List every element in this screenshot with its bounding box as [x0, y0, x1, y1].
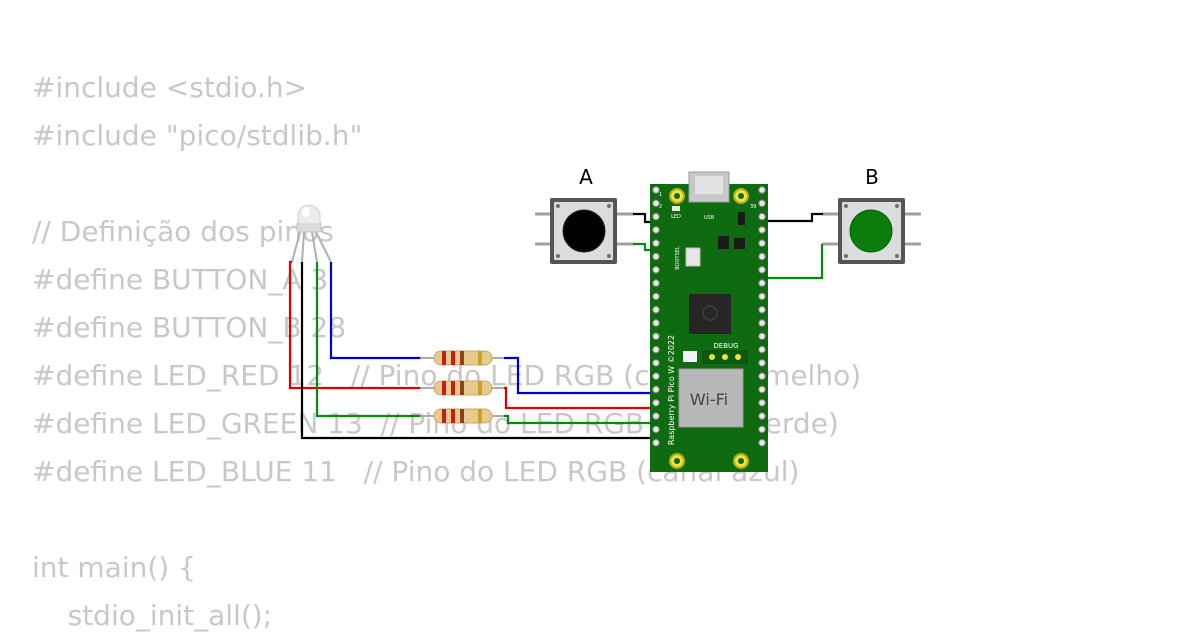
board-pin[interactable] — [652, 412, 660, 420]
board-pin[interactable] — [652, 212, 660, 221]
code-line: #define BUTTON_B 28 — [32, 311, 347, 344]
code-line: #define BUTTON_A 3 — [32, 263, 329, 296]
board-pin[interactable] — [652, 186, 660, 194]
button-b[interactable] — [822, 198, 921, 264]
rgb-led[interactable] — [291, 204, 332, 263]
board-pin[interactable] — [758, 186, 766, 194]
onboard-led — [672, 206, 680, 211]
board-pin[interactable] — [652, 266, 660, 274]
rp2040-chip — [689, 294, 731, 334]
wire-blue-board — [504, 356, 663, 395]
resistor-green[interactable] — [420, 408, 506, 424]
board-pin[interactable] — [652, 319, 660, 327]
button-a[interactable] — [535, 198, 634, 264]
board-pin[interactable] — [758, 266, 766, 274]
pin-39-label: 39 — [750, 204, 756, 210]
board-pin[interactable] — [652, 292, 660, 301]
board-name: Raspberry Pi Pico W ©2022 — [667, 335, 676, 445]
board-pin[interactable] — [758, 385, 766, 394]
pin-1-label: 1 — [659, 192, 662, 198]
bootsel-button — [685, 247, 701, 267]
wire-red-led — [288, 260, 422, 390]
bootsel-label: BOOTSEL — [675, 246, 681, 270]
button-a-label: A — [579, 165, 593, 189]
code-line: #include "pico/stdlib.h" — [32, 119, 363, 152]
board-pin[interactable] — [652, 306, 660, 314]
board-pin[interactable] — [652, 385, 660, 394]
wire-red-board — [504, 386, 663, 410]
board-pin[interactable] — [758, 359, 766, 367]
board-pin[interactable] — [652, 439, 660, 447]
code-line: #include <stdio.h> — [32, 71, 308, 104]
button-a-cap — [562, 209, 606, 253]
pico-w-board[interactable]: USB 1 2 39 LED BOOTSEL DEBUG Wi-Fi Raspb… — [650, 171, 768, 472]
wifi-label: Wi-Fi — [690, 390, 728, 409]
board-pin[interactable] — [758, 439, 766, 447]
board-pin[interactable] — [652, 345, 660, 354]
board-pin[interactable] — [758, 252, 766, 261]
board-pin[interactable] — [758, 199, 766, 208]
board-pin[interactable] — [758, 399, 766, 407]
board-pin[interactable] — [652, 252, 660, 261]
board-pin[interactable] — [758, 319, 766, 327]
board-pin[interactable] — [758, 412, 766, 420]
wire-black-led — [300, 262, 665, 440]
board-pin[interactable] — [758, 239, 766, 247]
wire-green-button-b — [760, 244, 824, 280]
board-pin[interactable] — [758, 345, 766, 354]
board-pin[interactable] — [758, 279, 766, 287]
code-line: stdio_init_all(); — [32, 599, 273, 632]
code-line: int main() { — [32, 551, 196, 584]
board-pin[interactable] — [652, 279, 660, 287]
board-pin[interactable] — [758, 212, 766, 221]
wire-green-led — [315, 262, 422, 418]
wire-black-button-b — [760, 212, 823, 223]
board-pin[interactable] — [652, 399, 660, 407]
board-pin[interactable] — [652, 425, 660, 434]
board-pin[interactable] — [758, 425, 766, 434]
button-b-label: B — [865, 165, 879, 189]
board-pin[interactable] — [758, 372, 766, 380]
board-pin[interactable] — [652, 332, 660, 340]
led-label: LED — [671, 214, 681, 220]
board-pin[interactable] — [758, 306, 766, 314]
board-pin[interactable] — [652, 359, 660, 367]
board-pin[interactable] — [652, 199, 660, 208]
board-pin[interactable] — [758, 292, 766, 301]
board-pin[interactable] — [758, 332, 766, 340]
wifi-module — [678, 368, 744, 428]
usb-label: USB — [704, 215, 715, 221]
wire-green-board — [504, 414, 663, 425]
board-pin[interactable] — [652, 372, 660, 380]
board-pin[interactable] — [652, 226, 660, 234]
pin-2-label: 2 — [659, 204, 662, 210]
button-b-cap — [849, 209, 893, 253]
resistor-red[interactable] — [420, 380, 506, 396]
board-pin[interactable] — [652, 239, 660, 247]
board-pin[interactable] — [758, 226, 766, 234]
debug-label: DEBUG — [713, 342, 738, 350]
wire-blue-led — [329, 262, 422, 360]
resistor-blue[interactable] — [420, 350, 506, 366]
